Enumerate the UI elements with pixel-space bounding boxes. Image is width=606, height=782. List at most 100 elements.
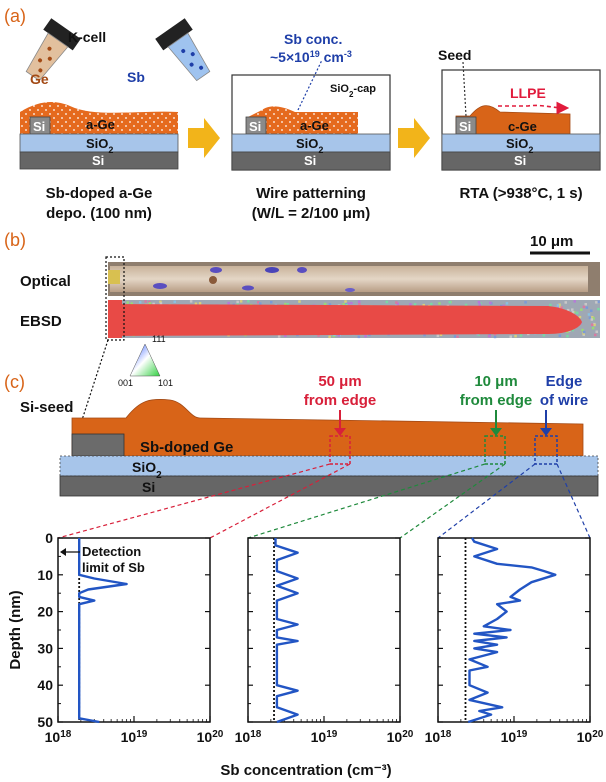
ebsd-speckle [298, 300, 301, 303]
panel-c-label: (c) [4, 372, 25, 392]
step3-caption-line1: RTA (>938°C, 1 s) [459, 185, 582, 202]
ebsd-speckle [592, 317, 595, 320]
x-tick-label: 1019 [121, 729, 148, 746]
ebsd-speckle [580, 308, 583, 311]
ebsd-speckle [478, 303, 481, 306]
ebsd-speckle [576, 311, 579, 315]
ebsd-speckle [464, 303, 468, 307]
ebsd-speckle [395, 301, 398, 304]
detection-label-line1: Detection [82, 544, 141, 559]
proj-line-1b [209, 463, 351, 539]
ebsd-speckle [328, 303, 332, 306]
ebsd-speckle [456, 335, 459, 338]
ebsd-speckle [138, 301, 142, 304]
step2-caption-line1: Wire patterning [256, 185, 366, 202]
optical-label: Optical [20, 273, 71, 290]
ebsd-speckle [328, 335, 331, 339]
marker-10um [484, 410, 506, 465]
ebsd-speckle [590, 323, 594, 326]
ebsd-speckle [144, 300, 147, 303]
ebsd-speckle [558, 303, 561, 306]
stack-patterning [231, 59, 391, 171]
x-axis-label: Sb concentration (cm⁻³) [220, 762, 391, 779]
y-tick-label: 0 [45, 530, 53, 546]
ebsd-speckle [436, 334, 440, 338]
stack3-si: Si [514, 153, 526, 168]
ebsd-speckle [270, 301, 273, 304]
ebsd-speckle [422, 303, 425, 307]
x-tick-label: 1020 [387, 729, 414, 746]
ebsd-speckle [148, 302, 152, 305]
detection-arrow [60, 548, 80, 556]
optical-image [108, 262, 600, 296]
ebsd-speckle [368, 333, 371, 337]
x-tick-label: 1019 [311, 729, 338, 746]
ebsd-speckle [239, 300, 243, 303]
y-axis-label: Depth (nm) [7, 590, 24, 669]
ebsd-speckle [505, 302, 509, 305]
sio2cap-label: SiO2-cap [330, 83, 376, 99]
ebsd-speckle [345, 303, 348, 307]
stack-rta [441, 61, 601, 171]
sb-conc-line1: Sb conc. [284, 31, 342, 47]
ebsd-speckle [566, 334, 569, 338]
ebsd-speckle [247, 300, 250, 303]
ebsd-speckle [357, 335, 361, 339]
ebsd-speckle [385, 300, 389, 304]
ebsd-speckle [597, 307, 600, 311]
y-tick-label: 30 [37, 640, 53, 656]
ebsd-speckle [566, 308, 570, 312]
ebsd-speckle [524, 301, 527, 304]
ebsd-speckle [509, 335, 512, 338]
ebsd-speckle [566, 330, 569, 334]
ebsd-speckle [350, 301, 353, 305]
ebsd-speckle [198, 302, 202, 305]
ebsd-speckle [594, 333, 597, 337]
ebsd-speckle [396, 302, 399, 305]
ebsd-speckle [257, 301, 260, 304]
ebsd-speckle [571, 328, 574, 332]
ebsd-speckle [542, 334, 546, 337]
pos1-line1: 50 μm [318, 373, 361, 390]
ebsd-speckle [585, 306, 589, 309]
pos3-line2: of wire [540, 392, 588, 409]
ebsd-speckle [189, 300, 193, 303]
ebsd-speckle [578, 315, 582, 319]
ebsd-speckle [556, 304, 560, 307]
seed-label: Seed [438, 47, 471, 63]
pos1-line2: from edge [304, 392, 377, 409]
ebsd-speckle [581, 328, 584, 332]
ebsd-speckle [591, 326, 595, 330]
y-tick-label: 10 [37, 567, 53, 583]
ebsd-label: EBSD [20, 313, 62, 330]
x-tick-label: 1018 [235, 729, 262, 746]
si-seed-label: Si-seed [20, 399, 73, 416]
stack1-si-seed: Si [33, 119, 45, 134]
stack2-si: Si [304, 153, 316, 168]
ebsd-speckle [590, 318, 594, 321]
process-arrow-2 [398, 118, 430, 158]
x-tick-label: 1020 [577, 729, 604, 746]
ebsd-speckle [342, 303, 345, 306]
ebsd-speckle [564, 301, 567, 304]
c-sio2-label: SiO2 [132, 459, 162, 481]
ebsd-speckle [571, 308, 574, 311]
stack-deposition [19, 102, 179, 170]
ebsd-speckle [488, 335, 491, 338]
ebsd-speckle [277, 335, 281, 338]
ebsd-speckle [159, 300, 162, 304]
ebsd-speckle [413, 303, 417, 306]
plot-frame [247, 537, 401, 723]
panel-a-label: (a) [4, 6, 26, 26]
c-si-label: Si [142, 479, 155, 495]
stack2-sio2: SiO2 [296, 136, 323, 155]
ebsd-speckle [597, 300, 600, 303]
ebsd-speckle [323, 302, 327, 306]
ebsd-speckle [423, 333, 426, 337]
stack3-cge: c-Ge [508, 119, 537, 134]
pos3-line1: Edge [546, 373, 583, 390]
ebsd-speckle [438, 302, 441, 305]
